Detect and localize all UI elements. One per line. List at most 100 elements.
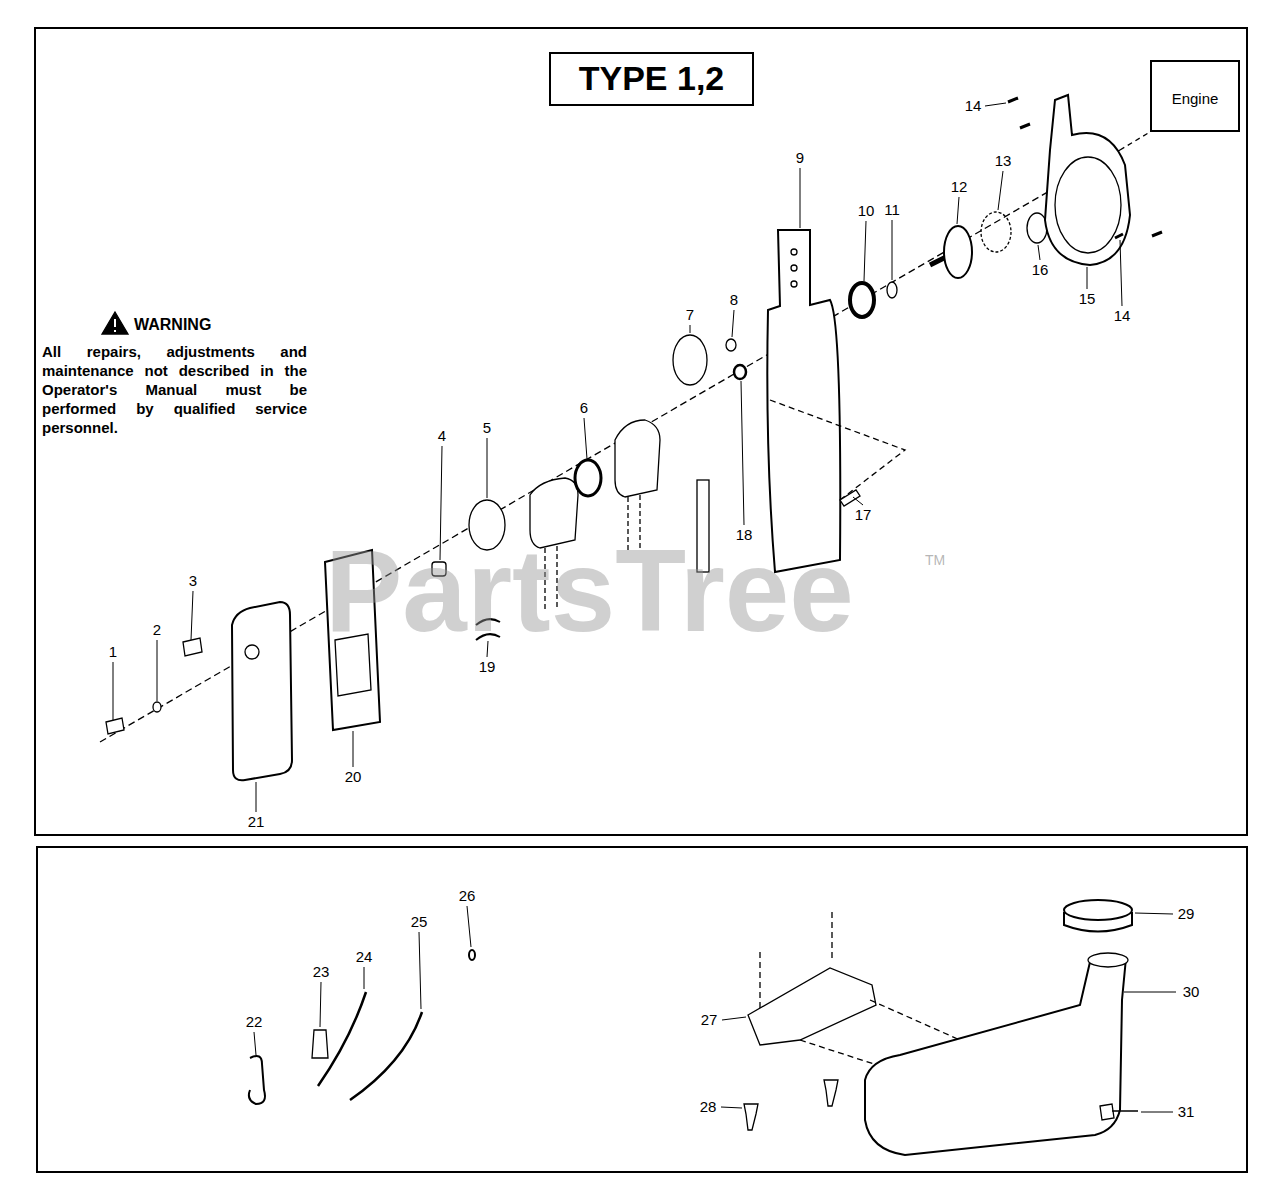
callout-number: 10	[846, 202, 886, 220]
leader-line	[1141, 1112, 1173, 1113]
leader-line	[467, 906, 471, 947]
callout-number: 22	[234, 1013, 274, 1031]
bolt	[744, 1104, 758, 1130]
callout-number: 27	[689, 1011, 729, 1029]
callout-number: 21	[236, 813, 276, 831]
panel-frame	[37, 847, 1247, 1172]
callout-number: 8	[714, 291, 754, 309]
bolt	[824, 1080, 838, 1106]
leader-line	[254, 1032, 256, 1055]
callout-number: 1	[93, 643, 133, 661]
ring	[726, 339, 736, 351]
callout-number: 19	[467, 658, 507, 676]
callout-number: 26	[447, 887, 487, 905]
fuel-line	[318, 992, 366, 1086]
disc	[1027, 213, 1047, 243]
ring	[887, 282, 897, 298]
leader-line	[191, 591, 193, 640]
leader-line	[1135, 913, 1173, 914]
tank-neck	[1088, 953, 1128, 967]
callout-number: 4	[422, 427, 462, 445]
leader-line	[722, 1017, 746, 1020]
box-label: TYPE 1,2	[565, 58, 738, 99]
bolt	[106, 718, 124, 734]
callout-number: 23	[301, 963, 341, 981]
leader-line	[487, 438, 488, 498]
callout-number: 3	[173, 572, 213, 590]
leader-line	[1120, 240, 1122, 306]
bolt	[183, 638, 202, 656]
bolt	[1100, 1104, 1138, 1120]
leader-line	[690, 325, 691, 333]
callout-number: 24	[344, 948, 384, 966]
leader-line	[320, 982, 321, 1027]
leader-line	[721, 1107, 742, 1108]
callout-number: 17	[843, 506, 883, 524]
callout-number: 11	[872, 201, 912, 219]
washer	[153, 702, 161, 712]
disc	[673, 335, 707, 385]
housing-rim	[1055, 157, 1121, 253]
callout-number: 15	[1067, 290, 1107, 308]
screw	[840, 490, 860, 506]
leader-line	[1087, 267, 1088, 289]
fuel-tank	[865, 958, 1126, 1155]
callout-number: 14	[1102, 307, 1142, 325]
leader-line	[957, 197, 959, 224]
callout-number: 29	[1166, 905, 1206, 923]
watermark-tm: TM	[925, 552, 945, 568]
box-label: Engine	[1160, 90, 1230, 108]
callout-number: 20	[333, 768, 373, 786]
cover-hole	[245, 645, 259, 659]
callout-number: 2	[137, 621, 177, 639]
clutch-drum	[944, 226, 972, 278]
callout-number: 7	[670, 306, 710, 324]
warning-icon-mark	[114, 319, 116, 332]
pickup-hook	[249, 1056, 265, 1104]
leader-line	[741, 381, 744, 525]
tank-bracket	[748, 968, 876, 1045]
callout-number: 6	[564, 399, 604, 417]
leader-line	[800, 168, 801, 228]
type-box: TYPE 1,2	[549, 52, 754, 106]
leader-line	[584, 418, 587, 459]
fuel-cap-top	[1064, 900, 1132, 920]
spring	[981, 212, 1011, 252]
leader-line	[998, 171, 1003, 210]
callout-number: 13	[983, 152, 1023, 170]
warning-note: All repairs, adjustments and maintenance…	[42, 342, 307, 437]
leader-line	[113, 662, 114, 720]
leader-line	[1124, 992, 1176, 993]
leader-line	[419, 932, 421, 1009]
clutch-housing	[1045, 95, 1130, 265]
leader-line	[892, 220, 893, 280]
fuel-line	[350, 1012, 422, 1100]
callout-number: 5	[467, 419, 507, 437]
leader-line	[364, 967, 365, 989]
leader-line	[985, 103, 1006, 106]
leader-line	[157, 640, 158, 701]
leader-line	[256, 782, 257, 812]
housing	[767, 230, 840, 572]
warning-icon	[102, 312, 128, 334]
callout-number: 14	[953, 97, 993, 115]
cover-plate	[232, 602, 292, 780]
panel-frame	[35, 28, 1247, 835]
grommet	[469, 950, 475, 960]
washer	[575, 460, 601, 496]
ring	[734, 365, 746, 379]
warning-heading: WARNING	[134, 316, 211, 334]
dashed-guide	[770, 400, 905, 500]
leader-line	[353, 731, 354, 767]
callout-number: 28	[688, 1098, 728, 1116]
screw	[1008, 98, 1162, 238]
engine-box: Engine	[1150, 60, 1240, 132]
plate	[615, 420, 660, 497]
bearing	[850, 283, 874, 317]
fuel-filter	[312, 1030, 328, 1058]
callout-number: 9	[780, 149, 820, 167]
leader-line	[1038, 245, 1040, 260]
watermark: PartsTree	[325, 525, 854, 658]
leader-line	[864, 221, 866, 281]
callout-number: 12	[939, 178, 979, 196]
